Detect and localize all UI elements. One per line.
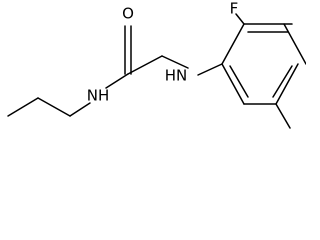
oxygen-label: O	[122, 5, 134, 23]
bond-propyl-c3-n	[69, 102, 91, 117]
ring-inner-double-3	[229, 65, 249, 98]
ring-bond-1	[221, 23, 245, 65]
amide-nh-label: NH	[87, 87, 110, 105]
amine-hn-label: HN	[165, 67, 188, 85]
ring-bond-6	[221, 63, 245, 105]
ring-inner-double-2	[272, 65, 293, 98]
bond-propyl-c2-c3	[37, 97, 71, 117]
chemical-structure-diagram: O NH HN F	[7, 0, 306, 129]
bond-ring-methyl	[275, 103, 291, 129]
ring-bond-4	[275, 63, 299, 105]
bond-ring-fluorine	[235, 13, 245, 25]
bond-amine-ring	[197, 63, 223, 76]
bond-propyl-c1-c2	[7, 97, 39, 117]
ring-bond-3	[283, 23, 306, 65]
fluorine-label: F	[230, 0, 239, 18]
bond-carbonyl-ch2	[127, 55, 163, 75]
bond-ch2-amine	[161, 55, 189, 69]
bond-amide-n-carbonyl	[105, 73, 129, 89]
